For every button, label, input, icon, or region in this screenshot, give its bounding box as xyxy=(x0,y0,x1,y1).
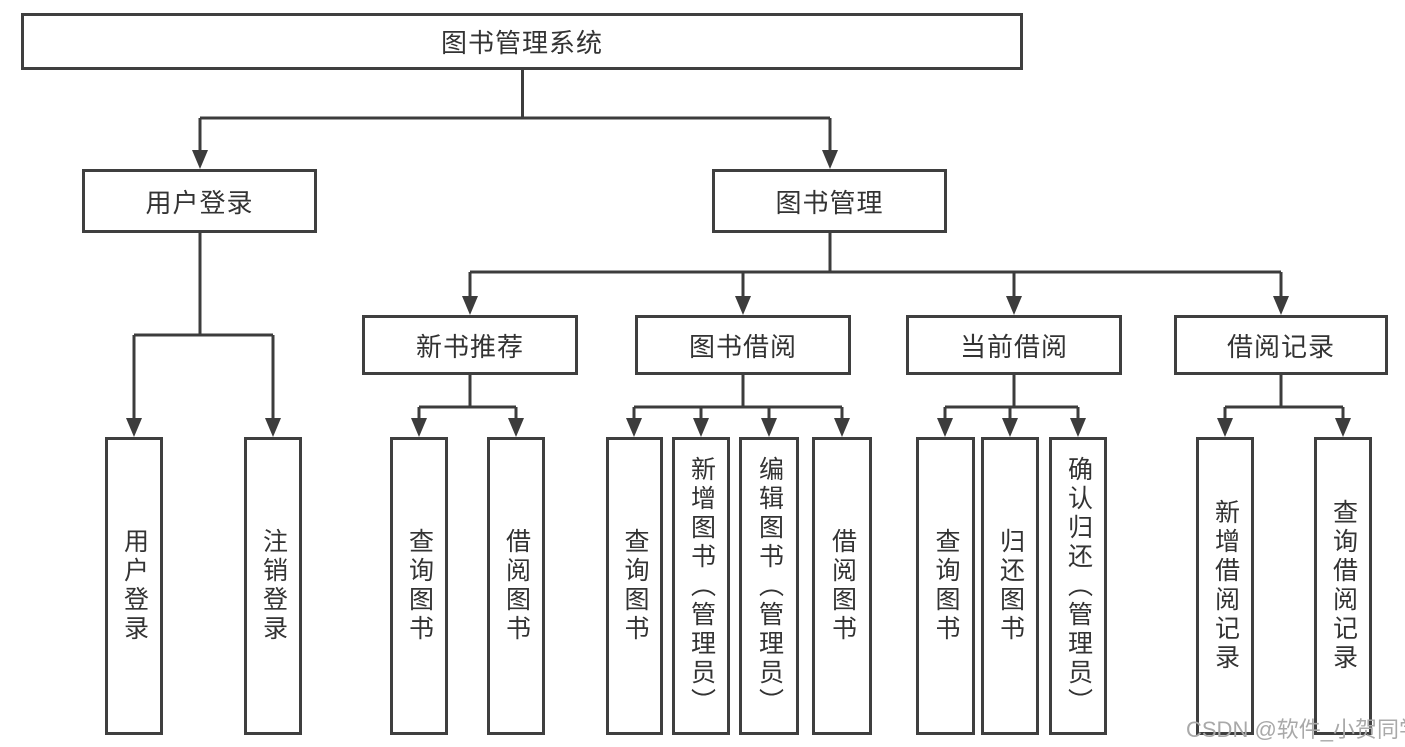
leaf-query-books-3: 查询图书 xyxy=(916,437,975,735)
node-label: 图书管理 xyxy=(775,187,884,218)
node-label: 用户登录 xyxy=(145,187,254,218)
edge-bookmgmt-split xyxy=(468,233,1283,298)
node-borrow-records: 借阅记录 xyxy=(1174,315,1388,375)
node-label: 图书管理系统 xyxy=(440,28,603,58)
arrowhead xyxy=(192,150,208,169)
leaf-confirm-return-admin: 确认归还（管理员） xyxy=(1049,437,1107,735)
arrowhead xyxy=(937,418,953,437)
arrowhead xyxy=(834,418,850,437)
leaf-logout: 注销登录 xyxy=(244,437,302,735)
arrowhead xyxy=(761,418,777,437)
leaf-query-borrow-record: 查询借阅记录 xyxy=(1314,437,1372,735)
leaf-user-login: 用户登录 xyxy=(105,437,163,735)
leaf-edit-books-admin: 编辑图书（管理员） xyxy=(739,437,799,735)
leaf-query-books-2: 查询图书 xyxy=(606,437,663,735)
node-new-book-recommend: 新书推荐 xyxy=(362,315,578,375)
leaf-add-borrow-record: 新增借阅记录 xyxy=(1196,437,1254,735)
node-label: 新增图书（管理员） xyxy=(687,455,716,717)
node-label: 注销登录 xyxy=(259,528,288,644)
arrowhead xyxy=(822,150,838,169)
node-library-system: 图书管理系统 xyxy=(21,13,1023,70)
arrowhead xyxy=(411,418,427,437)
node-user-login: 用户登录 xyxy=(82,169,317,233)
node-label: 新增借阅记录 xyxy=(1211,499,1240,673)
leaf-add-books-admin: 新增图书（管理员） xyxy=(672,437,730,735)
arrowhead xyxy=(693,418,709,437)
node-book-borrow: 图书借阅 xyxy=(635,315,851,375)
arrowheads xyxy=(126,150,1351,437)
arrowhead xyxy=(735,296,751,315)
arrowhead xyxy=(508,418,524,437)
arrowhead xyxy=(1335,418,1351,437)
node-label: 当前借阅 xyxy=(959,331,1068,362)
leaf-return-books: 归还图书 xyxy=(981,437,1039,735)
arrowhead xyxy=(1006,296,1022,315)
node-label: 查询借阅记录 xyxy=(1329,499,1358,673)
edge-borrow-split xyxy=(632,375,844,420)
arrowhead xyxy=(1002,418,1018,437)
node-label: 用户登录 xyxy=(120,528,149,644)
node-label: 借阅图书 xyxy=(828,528,857,644)
edge-records-split xyxy=(1223,375,1345,420)
arrowhead xyxy=(462,296,478,315)
leaf-borrow-books: 借阅图书 xyxy=(487,437,545,735)
edge-root-split xyxy=(198,70,832,152)
edge-userlogin-split xyxy=(132,233,275,420)
edge-current-split xyxy=(943,375,1080,420)
leaf-query-books: 查询图书 xyxy=(390,437,448,735)
arrowhead xyxy=(126,418,142,437)
node-label: 编辑图书（管理员） xyxy=(755,455,784,717)
arrowhead xyxy=(1273,296,1289,315)
arrowhead xyxy=(1217,418,1233,437)
node-label: 查询图书 xyxy=(405,528,434,644)
node-current-borrow: 当前借阅 xyxy=(906,315,1122,375)
arrowhead xyxy=(1070,418,1086,437)
node-label: 确认归还（管理员） xyxy=(1064,455,1093,717)
arrowhead xyxy=(626,418,642,437)
leaf-borrow-books-2: 借阅图书 xyxy=(812,437,872,735)
node-label: 借阅记录 xyxy=(1226,331,1335,362)
node-label: 新书推荐 xyxy=(415,331,524,362)
node-book-management: 图书管理 xyxy=(712,169,947,233)
edge-newbook-split xyxy=(417,375,518,420)
arrowhead xyxy=(265,418,281,437)
node-label: 查询图书 xyxy=(932,528,960,644)
node-label: 归还图书 xyxy=(996,528,1025,644)
node-label: 查询图书 xyxy=(621,528,649,644)
node-label: 借阅图书 xyxy=(502,528,531,644)
node-label: 图书借阅 xyxy=(688,331,797,362)
